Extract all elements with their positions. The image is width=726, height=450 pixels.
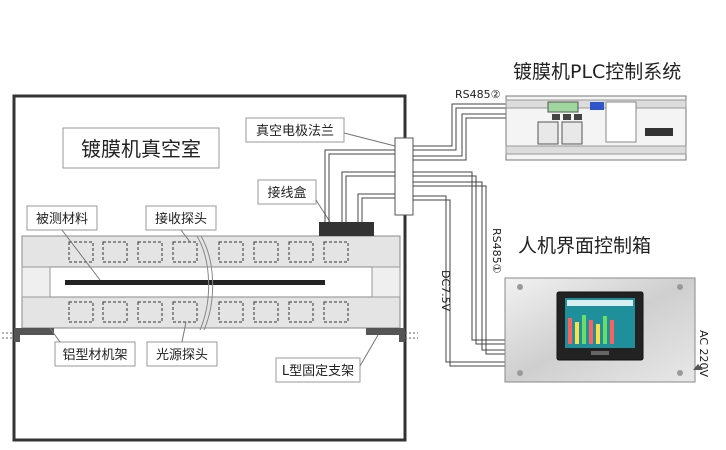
- ac-power-label: AC 220V: [697, 330, 710, 378]
- receive-probes: [68, 241, 349, 263]
- l-bracket-label: L型固定支架: [282, 364, 354, 379]
- dc-power-cable: [413, 195, 505, 367]
- rs485-2-label: RS485②: [455, 88, 501, 101]
- chamber-title: 镀膜机真空室: [81, 137, 201, 161]
- test-material-label: 被测材料: [36, 212, 88, 227]
- light-probe-label: 光源探头: [156, 348, 208, 363]
- light-probes: [68, 301, 349, 323]
- vacuum-flange: [394, 137, 414, 216]
- flange-label: 真空电极法兰: [256, 124, 334, 139]
- hmi-title: 人机界面控制箱: [518, 235, 651, 257]
- junction-box: [319, 222, 374, 236]
- plc-title: 镀膜机PLC控制系统: [513, 61, 681, 83]
- l-brackets: [14, 328, 405, 342]
- chamber-title-box: 镀膜机真空室: [62, 127, 220, 169]
- probe-cables: [196, 235, 214, 331]
- hmi-box: [504, 277, 703, 383]
- rs485-1-label: RS485①: [490, 228, 503, 274]
- test-material-strip: [65, 280, 325, 285]
- junction-box-label: 接线盒: [267, 185, 306, 201]
- aluminum-frame-label: 铝型材机架: [62, 348, 127, 363]
- bracket-hatch: [2, 332, 418, 339]
- rs485-2-cable: [413, 103, 510, 161]
- internal-cables: [324, 149, 395, 222]
- plc-unit: [505, 95, 687, 161]
- dc-power-label: DC7.5V: [439, 270, 452, 312]
- rs485-1-cable: [413, 171, 505, 355]
- receive-probe-label: 接收探头: [155, 211, 207, 227]
- vacuum-chamber: [12, 94, 407, 442]
